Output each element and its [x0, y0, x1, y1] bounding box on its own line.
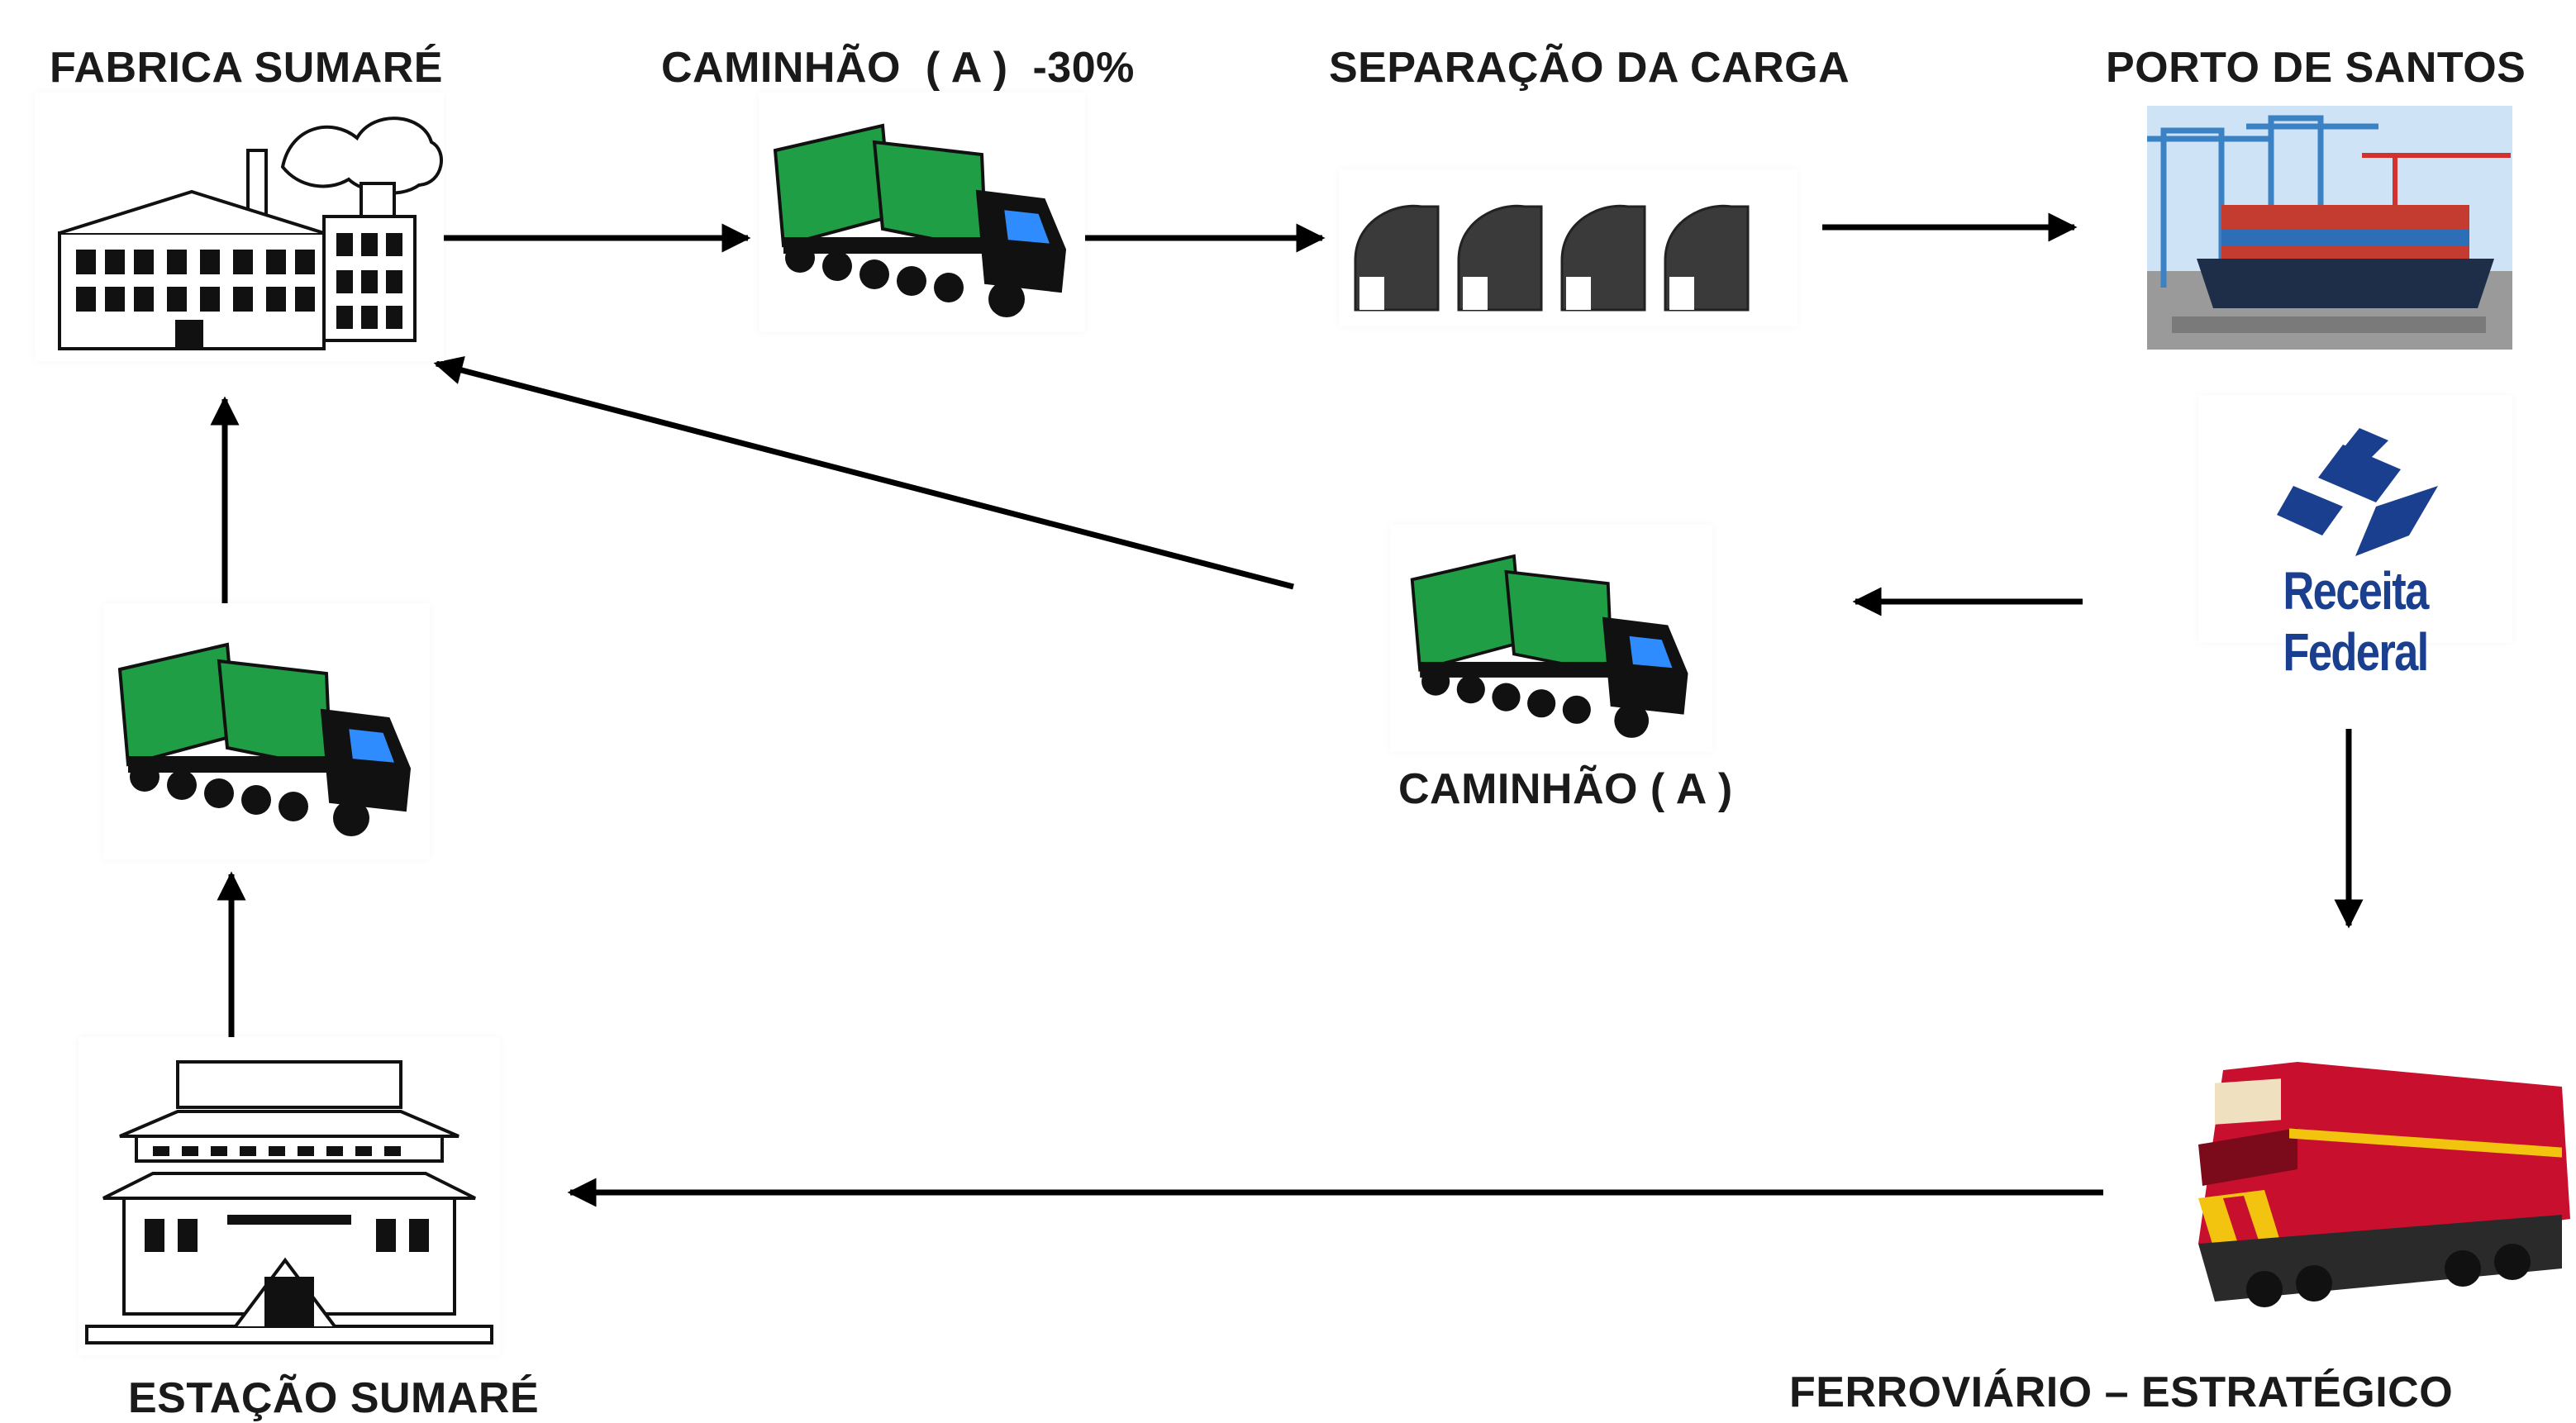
caminhao-left-image: [103, 603, 430, 859]
port-icon: [2147, 106, 2512, 350]
label-ferroviario-estrategico: FERROVIÁRIO – ESTRATÉGICO: [1789, 1368, 2454, 1416]
receita-federal-image: Receita Federal: [2198, 395, 2512, 682]
locomotive-icon: [2198, 1062, 2570, 1307]
estacao-image: [79, 1037, 500, 1355]
separacao-image: [1339, 169, 1797, 326]
label-estacao-sumare: ESTAÇÃO SUMARÉ: [128, 1374, 540, 1422]
receita-federal-text: Receita Federal: [2283, 561, 2429, 682]
truck-icon: [773, 123, 1067, 317]
label-porto-de-santos: PORTO DE SANTOS: [2106, 44, 2526, 92]
warehouse-icon: [1354, 204, 1750, 312]
porto-image: [2147, 106, 2512, 350]
receita-federal-logo: [2277, 428, 2438, 556]
truck-icon: [117, 642, 412, 836]
arrow-caminhao-to-fabrica: [433, 356, 1294, 590]
truck-icon: [1410, 554, 1688, 738]
fabrica-image: [35, 93, 444, 361]
label-separacao-da-carga: SEPARAÇÃO DA CARGA: [1329, 44, 1850, 92]
station-icon: [85, 1060, 493, 1344]
factory-icon: [58, 117, 443, 350]
label-caminhao-top: CAMINHÃO ( A ) -30%: [661, 44, 1135, 92]
caminhao-top-image: [759, 93, 1085, 332]
caminhao-mid-image: [1390, 525, 1712, 752]
ferroviario-image: [2165, 1054, 2574, 1318]
label-caminhao-mid: CAMINHÃO ( A ): [1398, 765, 1733, 813]
label-fabrica-sumare: FABRICA SUMARÉ: [50, 44, 443, 92]
